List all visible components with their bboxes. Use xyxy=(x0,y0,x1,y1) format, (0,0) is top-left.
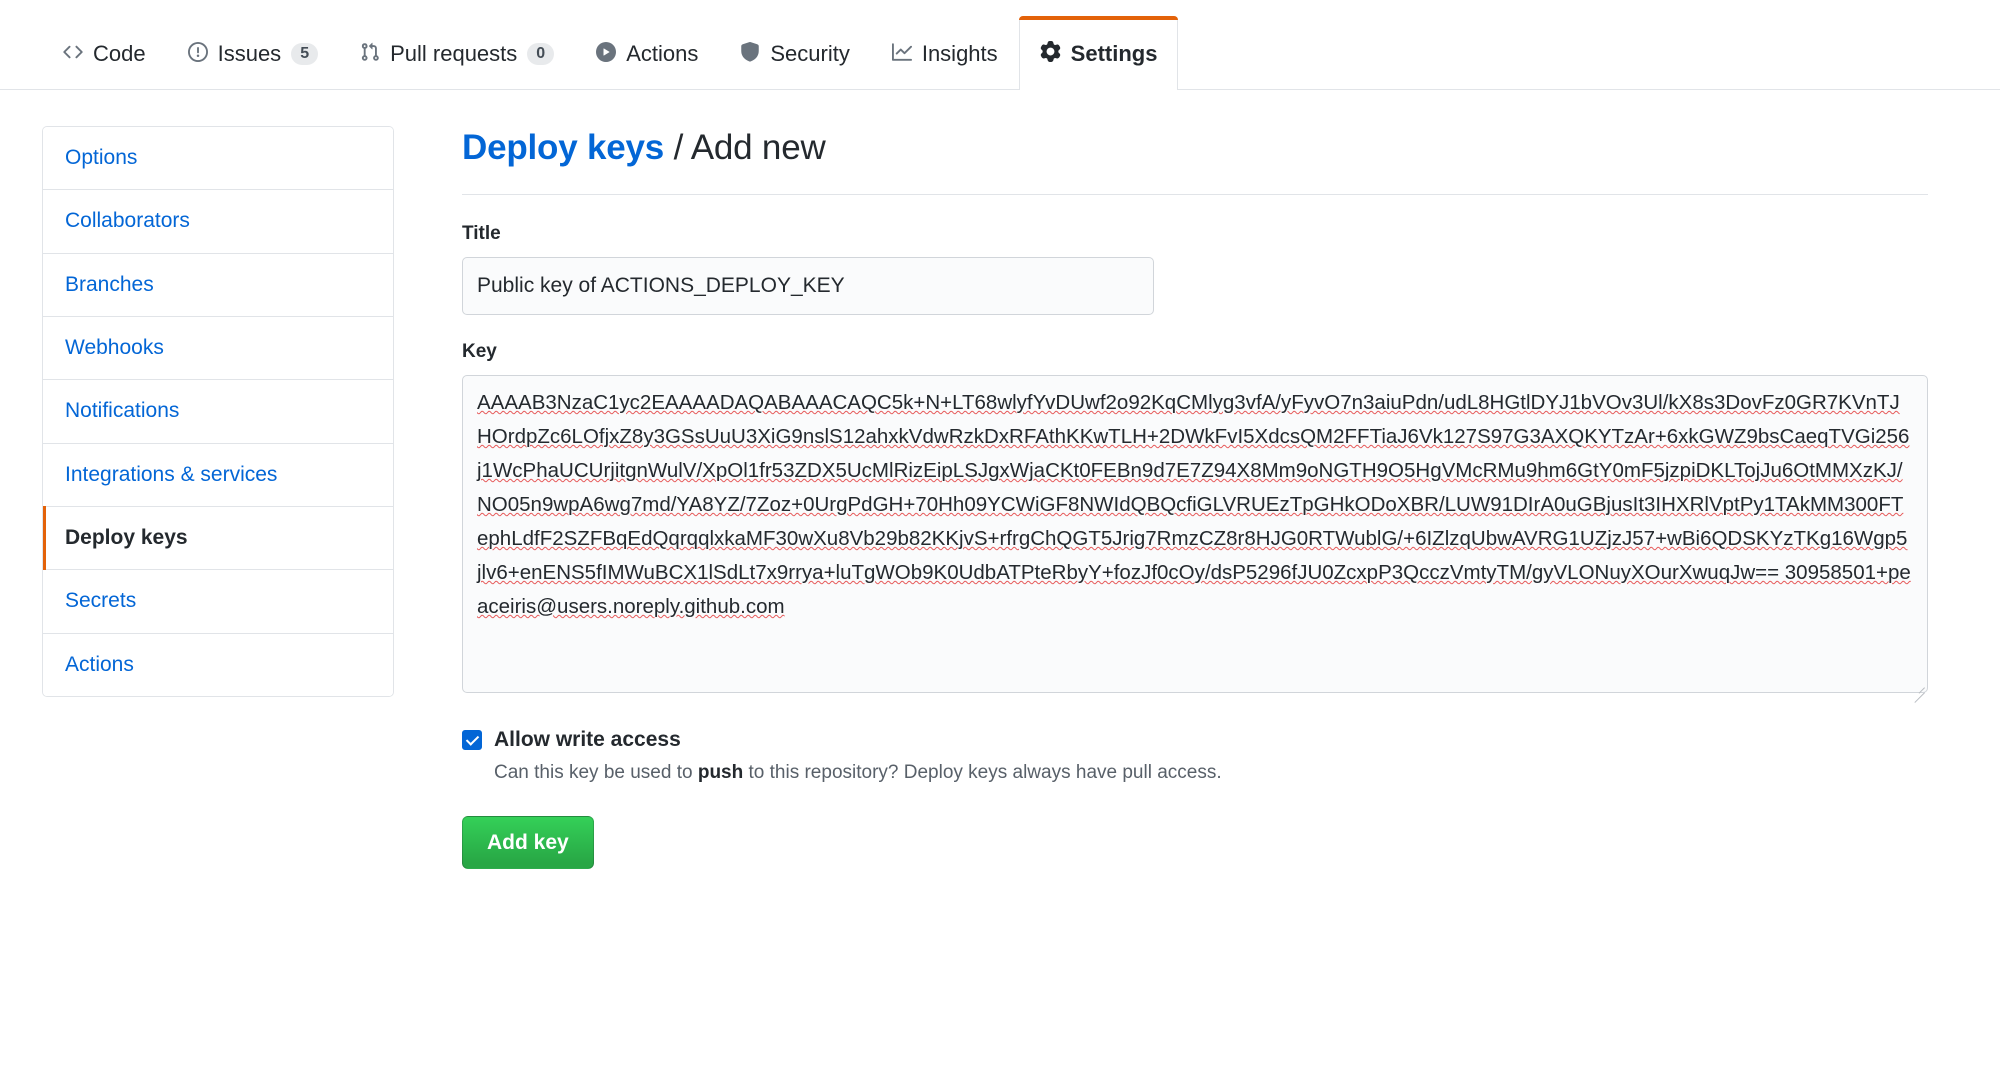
sidebar-item-branches[interactable]: Branches xyxy=(43,253,393,318)
tab-code[interactable]: Code xyxy=(42,17,167,89)
tab-settings-label: Settings xyxy=(1070,40,1158,66)
breadcrumb: Deploy keys / Add new xyxy=(462,126,1928,170)
breadcrumb-current: Add new xyxy=(690,128,826,167)
tab-actions[interactable]: Actions xyxy=(575,17,719,89)
help-suffix: to this repository? Deploy keys always h… xyxy=(743,761,1222,783)
graph-icon xyxy=(891,42,912,66)
main-content: Deploy keys / Add new Title Key Allow wr… xyxy=(394,126,1958,870)
sidebar-item-collaborators[interactable]: Collaborators xyxy=(43,190,393,254)
tab-issues-counter: 5 xyxy=(291,42,319,65)
settings-layout: Options Collaborators Branches Webhooks … xyxy=(0,90,2000,870)
breadcrumb-separator: / xyxy=(673,128,684,167)
tab-actions-label: Actions xyxy=(626,40,699,66)
key-textarea[interactable] xyxy=(462,374,1928,693)
sidebar-item-webhooks[interactable]: Webhooks xyxy=(43,317,393,381)
tab-pull-requests[interactable]: Pull requests 0 xyxy=(339,17,575,89)
allow-write-access-row: Allow write access xyxy=(462,728,1928,752)
add-key-button[interactable]: Add key xyxy=(462,816,594,870)
tab-issues[interactable]: Issues 5 xyxy=(167,17,340,89)
gear-icon xyxy=(1040,41,1061,66)
sidebar-item-integrations-services[interactable]: Integrations & services xyxy=(43,443,393,508)
tab-settings[interactable]: Settings xyxy=(1018,16,1179,90)
key-label: Key xyxy=(462,340,497,362)
key-textarea-wrap xyxy=(462,374,1928,698)
shield-icon xyxy=(740,41,760,66)
allow-write-access-help: Can this key be used to push to this rep… xyxy=(494,760,1928,787)
tab-insights-label: Insights xyxy=(921,40,998,66)
title-field-group: Title xyxy=(462,223,1928,315)
tab-issues-label: Issues xyxy=(217,40,282,66)
sidebar-item-secrets[interactable]: Secrets xyxy=(43,570,393,634)
tab-insights[interactable]: Insights xyxy=(871,17,1019,89)
allow-write-access-checkbox[interactable] xyxy=(462,729,482,750)
breadcrumb-deploy-keys-link[interactable]: Deploy keys xyxy=(462,128,665,167)
title-input[interactable] xyxy=(462,256,1154,315)
issue-icon xyxy=(187,41,208,66)
git-pull-request-icon xyxy=(360,42,380,66)
tab-pull-requests-counter: 0 xyxy=(527,42,555,65)
sidebar-item-deploy-keys[interactable]: Deploy keys xyxy=(43,506,393,571)
sidebar-item-actions[interactable]: Actions xyxy=(43,633,393,697)
tab-security[interactable]: Security xyxy=(719,17,870,89)
help-bold-push: push xyxy=(697,761,744,783)
settings-sidebar: Options Collaborators Branches Webhooks … xyxy=(42,126,394,698)
title-label: Title xyxy=(462,222,501,244)
play-icon xyxy=(596,41,617,66)
allow-write-access-label[interactable]: Allow write access xyxy=(494,727,681,751)
help-prefix: Can this key be used to xyxy=(494,761,698,783)
title-divider xyxy=(462,193,1928,195)
tab-security-label: Security xyxy=(770,40,850,66)
key-field-group: Key xyxy=(462,341,1928,698)
repo-nav: Code Issues 5 Pull requests 0 Actions Se… xyxy=(0,0,2000,90)
sidebar-item-options[interactable]: Options xyxy=(43,127,393,191)
code-icon xyxy=(63,42,83,66)
sidebar-item-notifications[interactable]: Notifications xyxy=(43,380,393,444)
tab-pull-requests-label: Pull requests xyxy=(390,40,518,66)
tab-code-label: Code xyxy=(93,40,146,66)
